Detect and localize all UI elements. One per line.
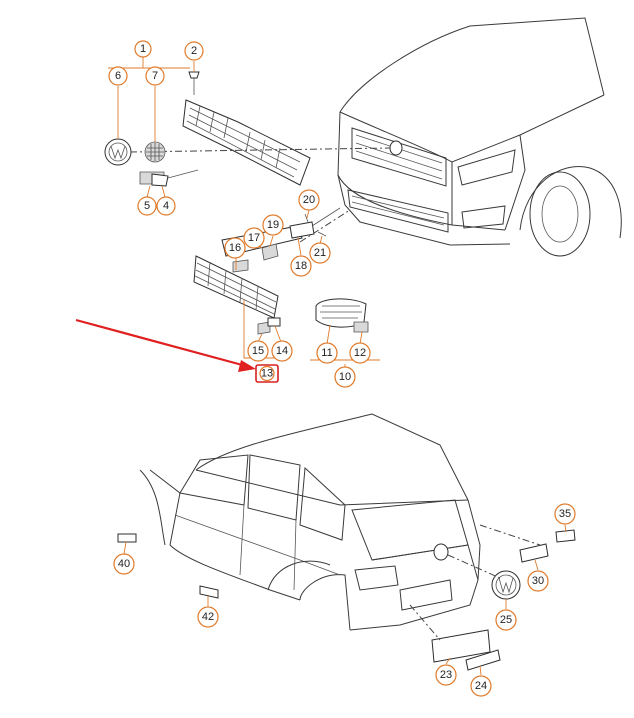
svg-text:35: 35 (559, 508, 571, 520)
svg-text:20: 20 (303, 194, 315, 206)
callout-42[interactable]: 42 (197, 606, 219, 628)
svg-text:40: 40 (118, 558, 130, 570)
callout-19[interactable]: 19 (262, 214, 284, 236)
svg-text:11: 11 (321, 347, 332, 359)
screw-part-2 (188, 71, 200, 95)
svg-text:1: 1 (140, 43, 146, 55)
callout-12[interactable]: 12 (349, 342, 371, 364)
callout-4[interactable]: 4 (156, 196, 176, 216)
callout-2[interactable]: 2 (184, 41, 204, 61)
callout-23[interactable]: 23 (435, 664, 457, 686)
clip-part-5-4 (139, 169, 199, 187)
callout-30[interactable]: 30 (527, 570, 549, 592)
vw-badge-on-car (389, 140, 403, 156)
rear-emblem-part (491, 570, 521, 600)
svg-text:7: 7 (152, 70, 158, 82)
callout-10[interactable]: 10 (334, 366, 356, 388)
callout-14[interactable]: 14 (271, 340, 293, 362)
svg-text:19: 19 (267, 219, 279, 231)
decal-40 (117, 533, 137, 543)
alignment-line-badge (129, 147, 391, 153)
decal-35 (555, 529, 576, 543)
alignment-line-bracket (299, 209, 351, 243)
callout-17[interactable]: 17 (243, 227, 265, 249)
decal-30 (519, 543, 549, 563)
callout-25[interactable]: 25 (495, 609, 517, 631)
svg-text:15: 15 (252, 345, 264, 357)
svg-text:18: 18 (295, 260, 307, 272)
decal-42 (199, 585, 219, 599)
svg-text:5: 5 (144, 200, 150, 212)
callout-20[interactable]: 20 (298, 189, 320, 211)
svg-text:4: 4 (163, 200, 169, 212)
svg-text:17: 17 (248, 232, 260, 244)
callout-18[interactable]: 18 (290, 255, 312, 277)
vehicle-front-view (337, 17, 622, 257)
callout-5[interactable]: 5 (137, 196, 157, 216)
callout-6[interactable]: 6 (108, 66, 128, 86)
callout-7[interactable]: 7 (145, 66, 165, 86)
svg-text:10: 10 (339, 371, 351, 383)
svg-text:42: 42 (202, 611, 214, 623)
alignment-line-decal (479, 524, 541, 546)
svg-text:14: 14 (276, 345, 288, 357)
leader-lines-lower (123, 524, 567, 676)
callout-11[interactable]: 11 (316, 342, 338, 364)
upper-grille-part (182, 99, 311, 186)
callout-13-highlighted[interactable]: 13 (255, 364, 279, 383)
svg-text:23: 23 (440, 669, 452, 681)
callout-15[interactable]: 15 (247, 340, 269, 362)
svg-text:25: 25 (500, 614, 512, 626)
fog-lamp-grille-part (315, 298, 369, 333)
vehicle-rear-view (139, 413, 481, 631)
alignment-line-plate (409, 604, 441, 641)
svg-text:30: 30 (532, 575, 544, 587)
svg-text:24: 24 (475, 680, 487, 692)
svg-text:6: 6 (115, 70, 121, 82)
callout-21[interactable]: 21 (309, 242, 331, 264)
decal-24 (465, 649, 501, 671)
mesh-emblem-part (144, 141, 166, 163)
svg-text:13: 13 (261, 368, 273, 380)
highlight-arrow (75, 318, 256, 372)
clip-part-14-15 (257, 317, 281, 335)
vw-emblem-part (104, 138, 132, 166)
svg-text:12: 12 (354, 347, 366, 359)
alignment-line-rear-badge (447, 554, 501, 579)
svg-text:21: 21 (314, 247, 326, 259)
svg-text:2: 2 (191, 45, 197, 57)
callout-35[interactable]: 35 (554, 503, 576, 525)
callout-24[interactable]: 24 (470, 675, 492, 697)
callout-1[interactable]: 1 (134, 40, 152, 58)
callout-40[interactable]: 40 (113, 553, 135, 575)
callout-16[interactable]: 16 (224, 237, 246, 259)
svg-text:16: 16 (229, 242, 241, 254)
